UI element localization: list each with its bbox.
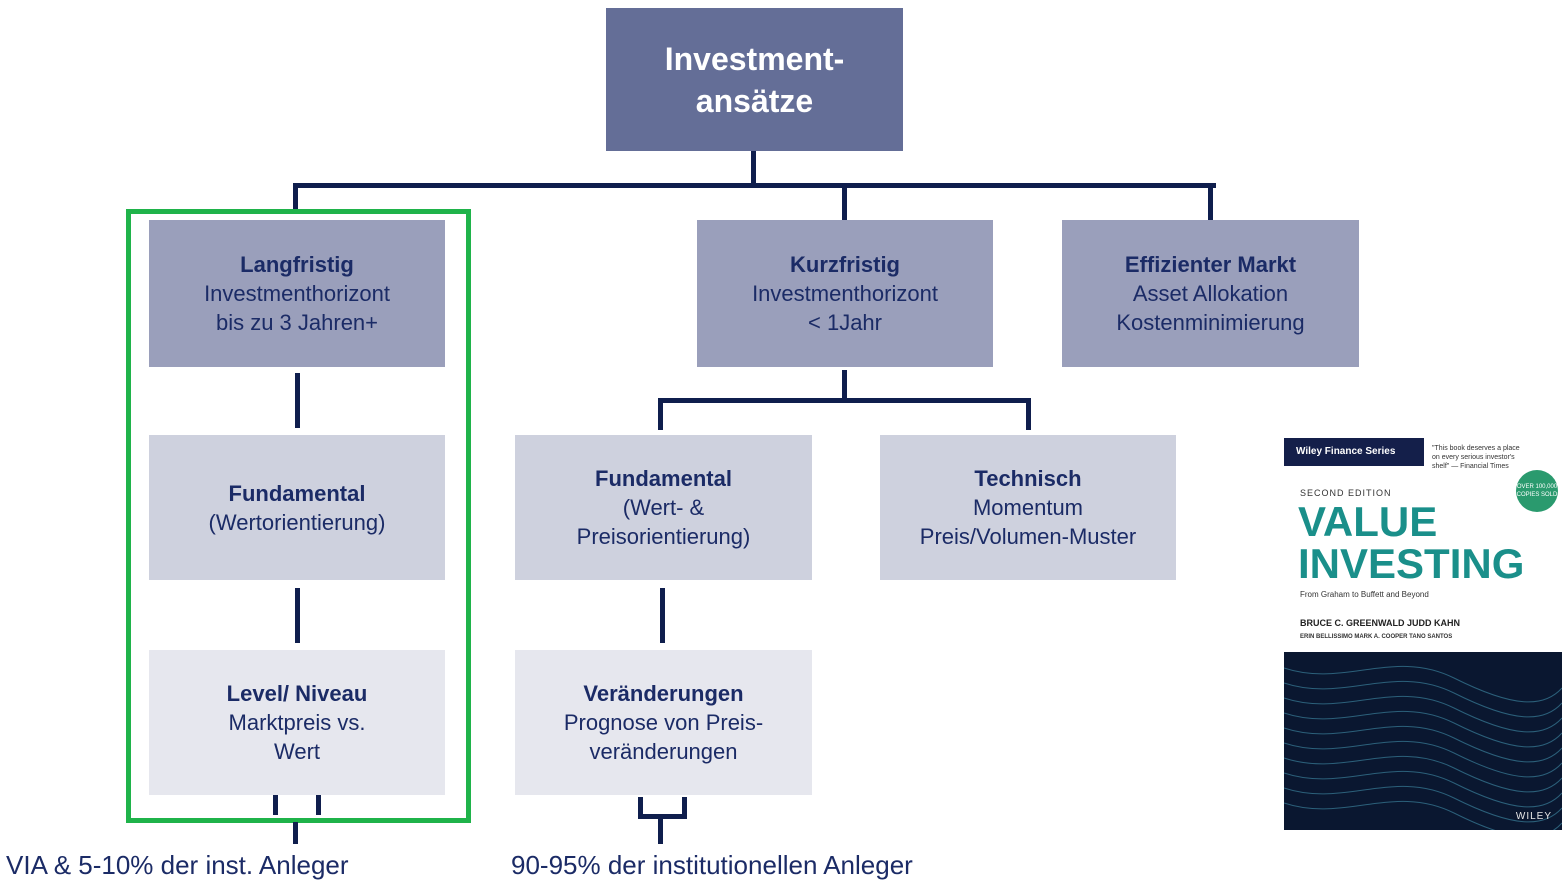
connector — [842, 183, 847, 220]
connector — [295, 588, 300, 643]
connector — [751, 151, 756, 186]
connector — [1026, 398, 1031, 430]
node-text: < 1Jahr — [808, 310, 882, 335]
footer-right-label: 90-95% der institutionellen Anleger — [511, 850, 913, 880]
node-langfristig: Langfristig Investmenthorizont bis zu 3 … — [149, 220, 445, 367]
node-text: Asset Allokation — [1132, 281, 1289, 306]
connector — [295, 373, 300, 428]
root-node-investmentansaetze: Investment- ansätze — [606, 8, 903, 151]
connector — [293, 822, 298, 844]
node-effizienter-markt: Effizienter Markt Asset Allokation Koste… — [1062, 220, 1359, 367]
root-line1: Investment- — [664, 40, 845, 77]
node-text: (Wertorientierung) — [208, 509, 386, 535]
connector — [658, 817, 663, 844]
node-veraenderungen: Veränderungen Prognose von Preis- veränd… — [515, 650, 812, 795]
book-authors-secondary: ERIN BELLISSIMO MARK A. COOPER TANO SANT… — [1300, 634, 1453, 640]
connector — [638, 814, 687, 819]
node-fundamental-wertorientierung: Fundamental (Wertorientierung) — [149, 435, 445, 580]
node-text: Momentum — [972, 495, 1084, 520]
connector — [660, 588, 665, 643]
node-title: Veränderungen — [583, 681, 744, 706]
node-text: Preis/Volumen-Muster — [919, 524, 1137, 549]
connector — [638, 797, 643, 819]
book-subtitle: From Graham to Buffett and Beyond — [1300, 590, 1429, 599]
node-level-niveau: Level/ Niveau Marktpreis vs. Wert — [149, 650, 445, 795]
node-title: Technisch — [974, 466, 1082, 491]
node-fundamental-wert-preisorientierung: Fundamental (Wert- & Preisorientierung) — [515, 435, 812, 580]
connector — [658, 398, 1031, 403]
book-series: Wiley Finance Series — [1284, 438, 1424, 466]
node-text: Investmenthorizont — [752, 281, 938, 306]
node-title: Langfristig — [240, 252, 354, 277]
node-text: (Wert- & — [622, 495, 705, 520]
connector — [1208, 183, 1213, 220]
connector — [293, 183, 298, 213]
node-text: Investmenthorizont — [204, 281, 390, 306]
node-text: Preisorientierung) — [576, 524, 751, 549]
book-authors-primary: BRUCE C. GREENWALD JUDD KAHN — [1300, 618, 1461, 628]
node-text: Wert — [273, 739, 321, 764]
root-line2: ansätze — [695, 82, 814, 119]
node-title: Level/ Niveau — [226, 681, 368, 706]
book-cover-value-investing: Wiley Finance Series "This book deserves… — [1284, 438, 1562, 830]
book-title-line1: VALUE — [1298, 498, 1438, 545]
node-title: Effizienter Markt — [1124, 252, 1297, 277]
node-technisch: Technisch Momentum Preis/Volumen-Muster — [880, 435, 1176, 580]
book-title-line2: INVESTING — [1298, 540, 1525, 587]
footer-left-label: VIA & 5-10% der inst. Anleger — [6, 850, 349, 880]
node-kurzfristig: Kurzfristig Investmenthorizont < 1Jahr — [697, 220, 993, 367]
node-title: Kurzfristig — [790, 252, 900, 277]
connector — [842, 370, 847, 400]
book-cover-band: Wiley Finance Series "This book deserves… — [1284, 438, 1562, 652]
node-text: veränderungen — [589, 739, 738, 764]
connector — [682, 797, 687, 819]
connector — [273, 795, 278, 815]
connector — [293, 183, 1216, 188]
book-sales-badge: OVER 100,000 COPIES SOLD — [1516, 470, 1558, 512]
highlight-frame-value-investing — [126, 209, 471, 823]
node-title: Fundamental — [595, 466, 732, 491]
wave-pattern — [1284, 665, 1562, 830]
book-publisher: WILEY — [1515, 811, 1552, 822]
node-text: Marktpreis vs. — [228, 710, 366, 735]
node-text: Prognose von Preis- — [563, 710, 764, 735]
book-quote: "This book deserves a place on every ser… — [1432, 445, 1520, 470]
node-text: Kostenminimierung — [1116, 310, 1305, 335]
connector — [316, 795, 321, 815]
book-edition: SECOND EDITION — [1300, 488, 1392, 498]
node-text: bis zu 3 Jahren+ — [215, 310, 379, 335]
connector — [658, 398, 663, 430]
node-title: Fundamental — [228, 480, 366, 506]
